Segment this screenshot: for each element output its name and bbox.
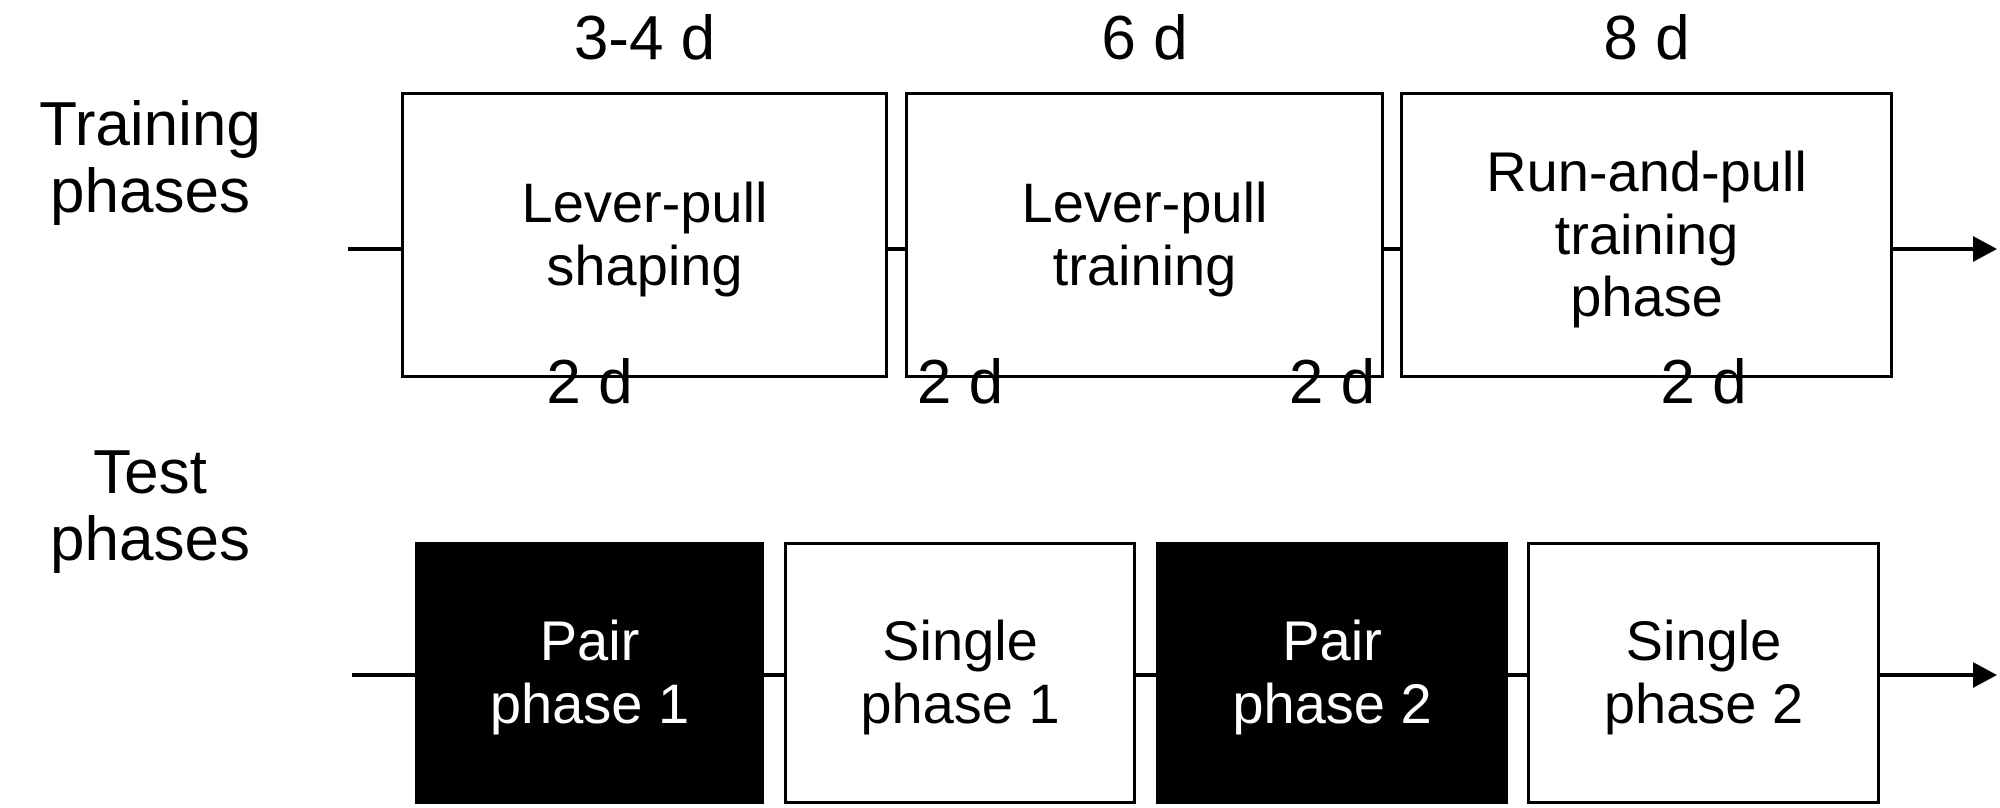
training-timeline-arrow-line	[1891, 247, 1975, 251]
phase-box-single-phase-2[interactable]: Single phase 2	[1527, 542, 1880, 804]
connector-test-2-3	[1506, 673, 1529, 677]
phase-box-label: Lever-pull shaping	[521, 171, 768, 297]
phase-box-label: Pair phase 2	[1232, 609, 1432, 735]
duration-training-2: 8 d	[1603, 4, 1690, 73]
connector-training-1-2	[1382, 247, 1402, 251]
phase-box-pair-phase-1[interactable]: Pair phase 1	[415, 542, 764, 804]
duration-test-2: 2 d	[1288, 348, 1376, 417]
duration-training-0: 3-4 d	[573, 4, 716, 73]
test-timeline-arrow-head	[1973, 662, 1997, 688]
phase-box-label: Single phase 1	[860, 609, 1060, 735]
phase-box-run-and-pull-training-phase[interactable]: Run-and-pull training phase	[1400, 92, 1893, 378]
connector-test-lead-in	[352, 673, 417, 677]
phase-box-lever-pull-shaping[interactable]: Lever-pull shaping	[401, 92, 888, 378]
phase-box-label: Lever-pull training	[1021, 171, 1268, 297]
duration-test-3: 2 d	[1660, 348, 1747, 417]
phase-box-label: Single phase 2	[1603, 609, 1804, 735]
duration-test-0: 2 d	[546, 348, 633, 417]
test-timeline-arrow-line	[1878, 673, 1975, 677]
connector-test-1-2	[1134, 673, 1158, 677]
connector-training-0-1	[886, 247, 907, 251]
phase-box-label: Pair phase 1	[489, 609, 690, 735]
phase-box-pair-phase-2[interactable]: Pair phase 2	[1156, 542, 1508, 804]
phase-box-single-phase-1[interactable]: Single phase 1	[784, 542, 1136, 804]
duration-test-1: 2 d	[916, 348, 1004, 417]
connector-test-0-1	[762, 673, 786, 677]
row-label-test: Test phases	[50, 438, 250, 574]
duration-training-1: 6 d	[1101, 4, 1188, 73]
training-timeline-arrow-head	[1973, 236, 1997, 262]
phase-box-lever-pull-training[interactable]: Lever-pull training	[905, 92, 1384, 378]
phase-box-label: Run-and-pull training phase	[1486, 139, 1807, 329]
connector-training-lead-in	[348, 247, 403, 251]
row-label-training: Training phases	[39, 90, 261, 226]
